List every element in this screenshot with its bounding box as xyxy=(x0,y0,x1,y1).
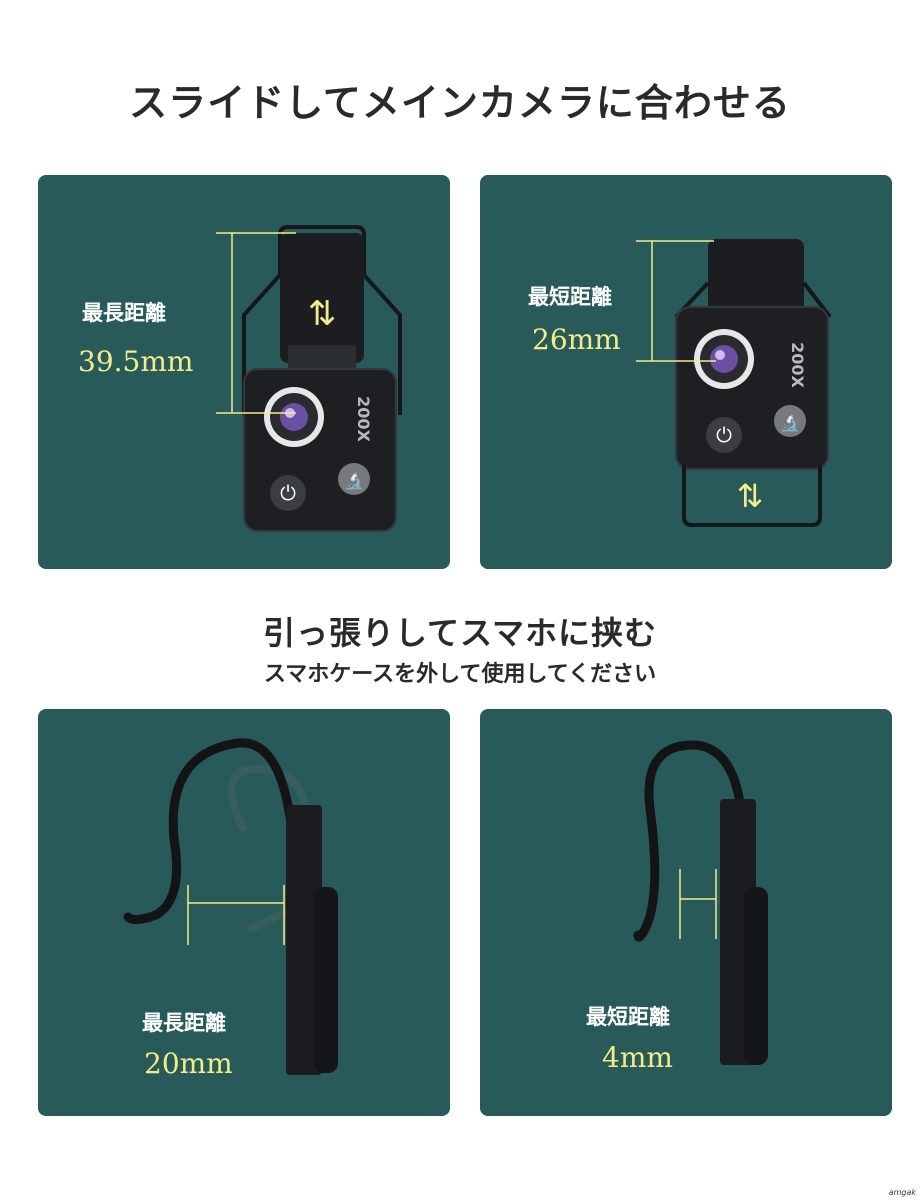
section-subtitle: スマホケースを外して使用してください xyxy=(263,662,657,687)
distance-label: 最短距離 xyxy=(528,285,612,309)
magnification-badge: 200X xyxy=(354,396,373,442)
distance-label: 最長距離 xyxy=(82,301,166,325)
distance-value: 4mm xyxy=(602,1041,673,1074)
clip-lens-illustration: ⇅ ⏻ 🔬 200X xyxy=(216,225,402,532)
clip-side-illustration xyxy=(633,740,768,1065)
svg-text:🔬: 🔬 xyxy=(780,413,800,432)
watermark: amgak xyxy=(888,1188,916,1197)
distance-value: 26mm xyxy=(532,323,621,356)
clip-lens-illustration: ⇅ ⏻ 🔬 200X xyxy=(636,239,832,527)
panel-longest-slide: ⇅ ⏻ 🔬 200X 最長距離 39.5mm xyxy=(38,175,450,569)
svg-text:⏻: ⏻ xyxy=(716,423,732,447)
distance-value: 20mm xyxy=(144,1047,233,1080)
svg-text:⇅: ⇅ xyxy=(308,294,337,334)
panel-longest-clip: 最長距離 20mm xyxy=(38,709,450,1116)
distance-label: 最長距離 xyxy=(142,1011,226,1035)
magnification-badge: 200X xyxy=(788,342,807,388)
svg-text:⇅: ⇅ xyxy=(737,477,764,515)
svg-text:🔬: 🔬 xyxy=(344,471,364,490)
page-title: スライドしてメインカメラに合わせる xyxy=(129,81,791,125)
distance-value: 39.5mm xyxy=(78,345,194,378)
panel-shortest-clip: 最短距離 4mm xyxy=(480,709,892,1116)
panel-shortest-slide: ⇅ ⏻ 🔬 200X 最短距離 26mm xyxy=(480,175,892,569)
section-title: 引っ張りしてスマホに挟む xyxy=(262,614,658,652)
distance-label: 最短距離 xyxy=(586,1005,670,1029)
clip-side-illustration xyxy=(123,738,338,1075)
svg-text:⏻: ⏻ xyxy=(280,481,296,505)
